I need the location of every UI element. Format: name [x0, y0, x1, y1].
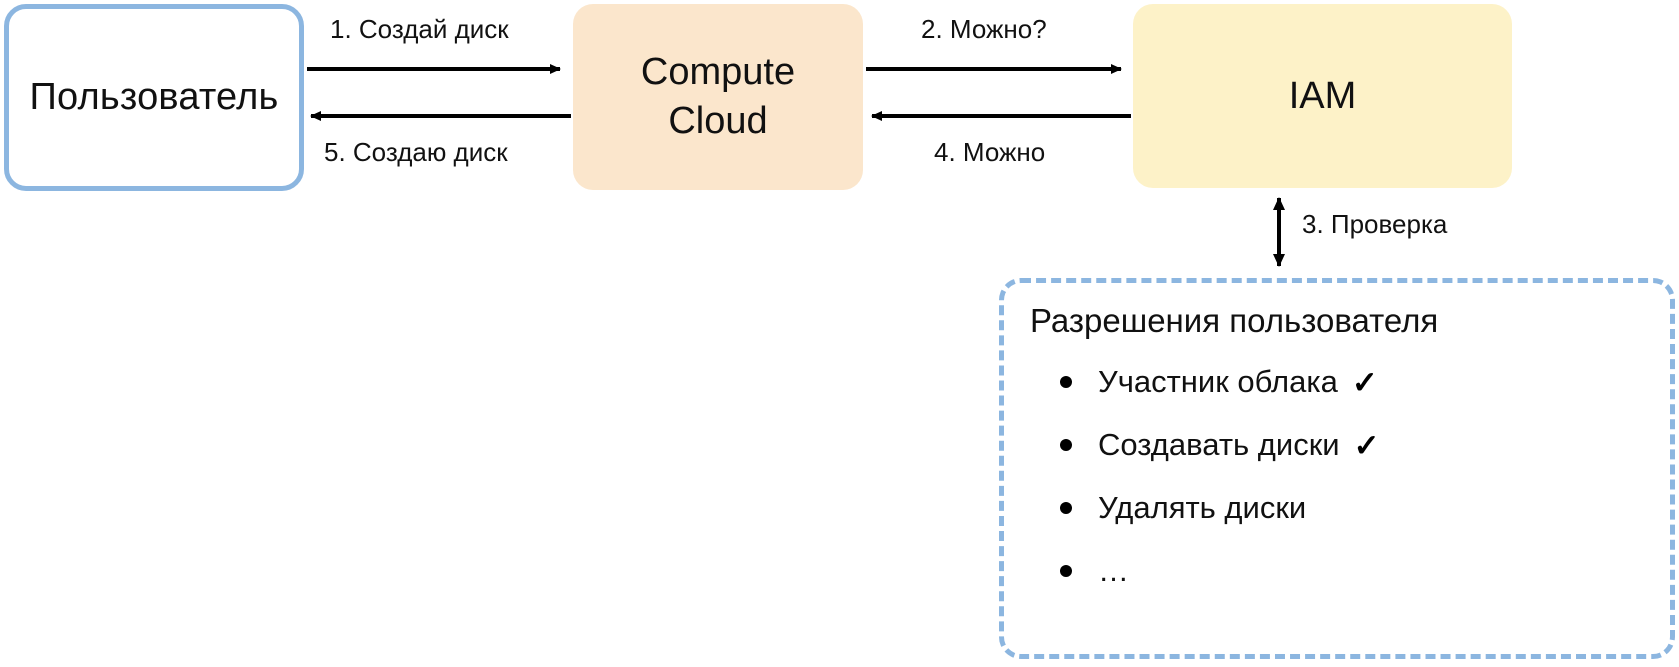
bullet-icon	[1060, 565, 1072, 578]
node-compute-cloud-label: Compute Cloud	[641, 48, 795, 145]
permission-label: Создавать диски	[1098, 427, 1340, 463]
bullet-icon	[1060, 439, 1072, 452]
permission-label: Участник облака	[1098, 364, 1338, 400]
node-compute-cloud-label-line2: Cloud	[668, 100, 768, 142]
node-user-label: Пользователь	[29, 75, 279, 118]
edge-label-3-check: 3. Проверка	[1302, 209, 1448, 239]
permission-label: Удалять диски	[1098, 490, 1307, 526]
permission-label: …	[1098, 553, 1129, 589]
edge-label-4-allowed: 4. Можно	[934, 137, 1046, 167]
bullet-icon	[1060, 376, 1072, 389]
node-iam-label: IAM	[1288, 74, 1357, 117]
list-item[interactable]: Участник облака ✓	[1060, 351, 1670, 414]
list-item[interactable]: …	[1060, 540, 1670, 603]
node-compute-cloud-label-line1: Compute	[640, 51, 796, 94]
check-icon: ✓	[1353, 427, 1380, 463]
check-icon: ✓	[1351, 364, 1378, 400]
edge-label-5-creating-disk: 5. Создаю диск	[324, 137, 508, 167]
node-iam[interactable]: IAM	[1133, 4, 1512, 188]
list-item[interactable]: Удалять диски	[1060, 477, 1670, 540]
node-compute-cloud[interactable]: Compute Cloud	[573, 4, 863, 190]
edge-label-2-allowed-question: 2. Можно?	[921, 14, 1047, 44]
node-user-permissions[interactable]: Разрешения пользователя Участник облака …	[999, 278, 1675, 659]
node-user[interactable]: Пользователь	[4, 4, 304, 191]
permissions-list: Участник облака ✓ Создавать диски ✓ Удал…	[1030, 351, 1670, 603]
list-item[interactable]: Создавать диски ✓	[1060, 414, 1670, 477]
permissions-title: Разрешения пользователя	[1030, 302, 1439, 339]
bullet-icon	[1060, 502, 1072, 515]
edge-label-1-create-disk: 1. Создай диск	[330, 14, 509, 44]
